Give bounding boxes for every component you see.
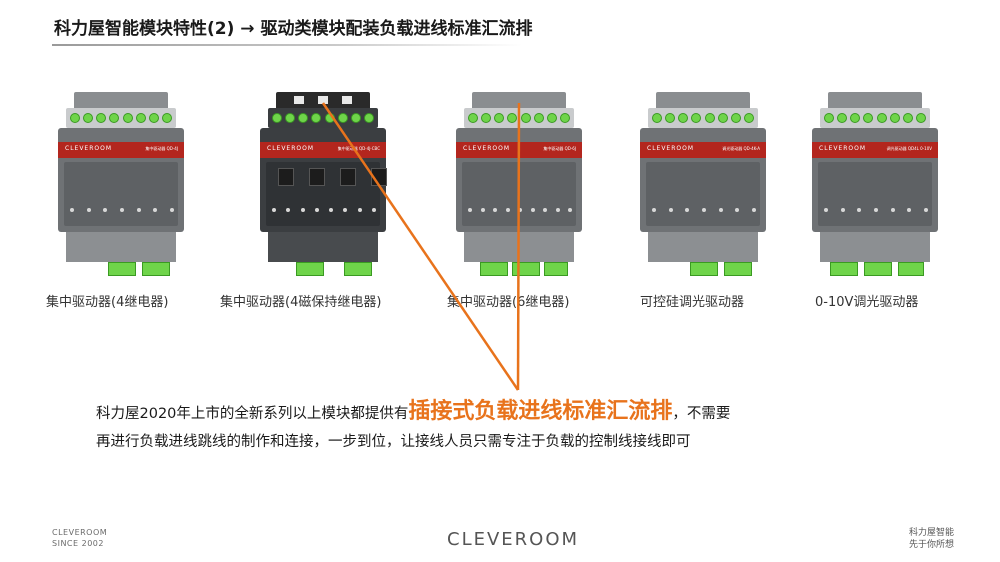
description-highlight: 插接式负载进线标准汇流排: [408, 399, 673, 424]
terminal-strip: [66, 108, 176, 128]
module-body: CLEVEROOM 调光驱动器 QD-4K-A: [640, 128, 766, 232]
manual-switch-button: [309, 168, 325, 186]
green-plug: [480, 262, 508, 276]
module-brand: CLEVEROOM: [267, 145, 315, 152]
green-plug: [344, 262, 372, 276]
green-plug: [108, 262, 136, 276]
footer-logo: CLEVEROOM: [447, 529, 580, 550]
module-body: CLEVEROOM 调光驱动器 QD4L 0-10V: [812, 128, 938, 232]
description-text-b: ，不需要: [672, 406, 731, 422]
terminal-strip: [464, 108, 574, 128]
device-qd-4j: CLEVEROOM 集中驱动器 QD-4J: [58, 92, 184, 280]
module-body: CLEVEROOM 集中驱动器 QD-4J: [58, 128, 184, 232]
device-qd-4k-a: CLEVEROOM 调光驱动器 QD-4K-A: [640, 92, 766, 280]
terminal-strip: [820, 108, 930, 128]
module-base: [268, 232, 378, 262]
description-line-1: 科力屋2020年上市的全新系列以上模块都提供有插接式负载进线标准汇流排，不需要: [96, 393, 946, 425]
title-underline: [52, 44, 522, 46]
device-label-1: 集中驱动器(4继电器): [46, 295, 169, 310]
green-plug: [690, 262, 718, 276]
footer-left: CLEVEROOM SINCE 2002: [52, 527, 107, 549]
device-qd-6j: CLEVEROOM 集中驱动器 QD-6J: [456, 92, 582, 280]
module-base: [464, 232, 574, 262]
module-model: 集中驱动器 QD-6J: [543, 146, 576, 151]
green-plug: [544, 262, 568, 276]
green-plug: [864, 262, 892, 276]
footer-since: SINCE 2002: [52, 539, 104, 548]
busbar-top: [828, 92, 922, 108]
module-model: 调光驱动器 QD4L 0-10V: [886, 146, 932, 151]
terminal-strip: [648, 108, 758, 128]
green-plug: [296, 262, 324, 276]
module-model: 集中驱动器 QD-4J-CBC: [337, 146, 380, 151]
module-model: 集中驱动器 QD-4J: [145, 146, 178, 151]
module-base: [66, 232, 176, 262]
module-brand: CLEVEROOM: [647, 145, 695, 152]
green-plug: [830, 262, 858, 276]
device-label-5: 0-10V调光驱动器: [815, 295, 919, 310]
module-model: 调光驱动器 QD-4K-A: [722, 146, 760, 151]
green-plug: [142, 262, 170, 276]
device-qd4l-0-10v: CLEVEROOM 调光驱动器 QD4L 0-10V: [812, 92, 938, 280]
description-text-a: 科力屋2020年上市的全新系列以上模块都提供有: [96, 406, 409, 422]
footer-right: 科力屋智能 先于你所想: [909, 527, 954, 551]
device-qd-4j-cbc: CLEVEROOM 集中驱动器 QD-4J-CBC: [260, 92, 387, 280]
module-base: [648, 232, 758, 262]
green-plug: [898, 262, 924, 276]
module-brand: CLEVEROOM: [65, 145, 113, 152]
device-label-2: 集中驱动器(4磁保持继电器): [220, 295, 382, 310]
footer-slogan: 先于你所想: [908, 540, 954, 550]
terminal-strip: [268, 108, 378, 128]
description-line-2: 再进行负载进线跳线的制作和连接，一步到位，让接线人员只需专注于负载的控制线接线即…: [96, 434, 691, 450]
module-body: CLEVEROOM 集中驱动器 QD-4J-CBC: [260, 128, 387, 232]
slide-title: 科力屋智能模块特性(2) → 驱动类模块配装负载进线标准汇流排: [54, 19, 533, 39]
busbar-top: [276, 92, 370, 108]
footer-company: 科力屋智能: [908, 528, 954, 538]
green-plug: [724, 262, 752, 276]
footer-brand: CLEVEROOM: [52, 528, 108, 537]
busbar-top: [656, 92, 750, 108]
manual-switch-button: [278, 168, 294, 186]
device-label-3: 集中驱动器(6继电器): [447, 295, 570, 310]
module-brand: CLEVEROOM: [463, 145, 511, 152]
green-plug: [512, 262, 540, 276]
busbar-top: [472, 92, 566, 108]
busbar-top: [74, 92, 168, 108]
module-base: [820, 232, 930, 262]
module-brand: CLEVEROOM: [819, 145, 867, 152]
manual-switch-button: [340, 168, 356, 186]
manual-switch-button: [371, 168, 387, 186]
device-label-4: 可控硅调光驱动器: [640, 295, 745, 310]
module-body: CLEVEROOM 集中驱动器 QD-6J: [456, 128, 582, 232]
